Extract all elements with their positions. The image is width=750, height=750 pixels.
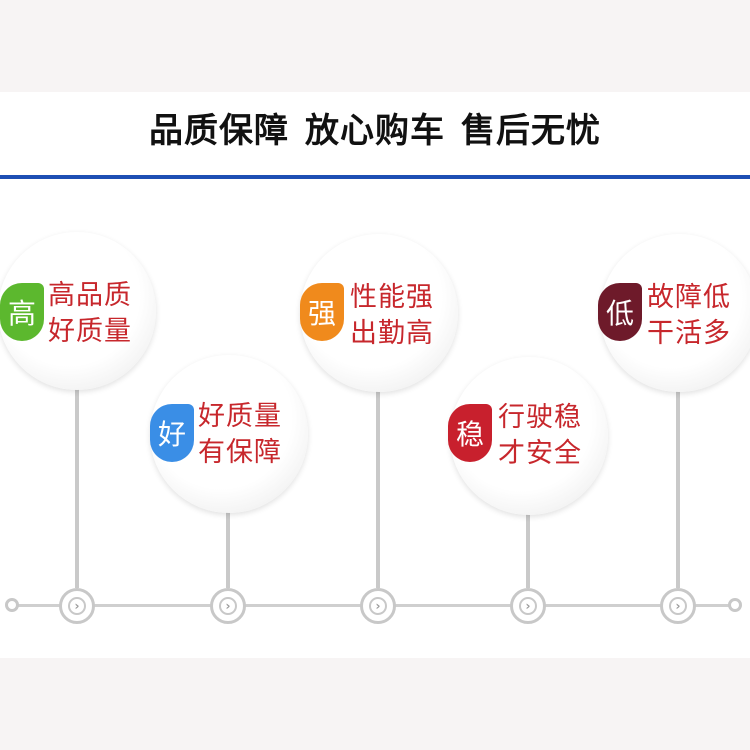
stem-2 xyxy=(226,508,230,588)
badge-di-text: 低 xyxy=(605,297,634,330)
feature-5-line1: 故障低 xyxy=(647,282,731,313)
feature-2-line1: 好质量 xyxy=(198,401,282,432)
timeline-end-dot xyxy=(728,598,742,612)
chevron-right-icon: › xyxy=(519,597,537,615)
badge-wen-text: 稳 xyxy=(455,418,484,451)
badge-hao: 好 xyxy=(150,404,194,462)
timeline-node-1[interactable]: › xyxy=(59,588,95,624)
badge-gao: 高 xyxy=(0,283,44,341)
timeline-node-2[interactable]: › xyxy=(210,588,246,624)
feature-1-line1: 高品质 xyxy=(48,280,132,311)
headline-quality: 品质保障 xyxy=(149,111,289,151)
feature-3-line2: 出勤高 xyxy=(350,318,434,349)
header-divider xyxy=(0,175,750,179)
timeline-node-5[interactable]: › xyxy=(660,588,696,624)
chevron-right-icon: › xyxy=(369,597,387,615)
stem-3 xyxy=(376,388,380,588)
feature-1-text: 高品质 好质量 xyxy=(48,278,132,350)
feature-3-text: 性能强 出勤高 xyxy=(350,280,434,352)
badge-hao-text: 好 xyxy=(157,418,186,451)
stem-5 xyxy=(676,388,680,588)
headline-buy: 放心购车 xyxy=(305,111,445,151)
feature-5-text: 故障低 干活多 xyxy=(647,280,731,352)
badge-di: 低 xyxy=(598,283,642,341)
chevron-right-icon: › xyxy=(68,597,86,615)
feature-4-line2: 才安全 xyxy=(498,438,582,469)
chevron-right-icon: › xyxy=(219,597,237,615)
feature-2-text: 好质量 有保障 xyxy=(198,399,282,471)
feature-3-line1: 性能强 xyxy=(350,282,434,313)
feature-5-line2: 干活多 xyxy=(647,318,731,349)
page-headline: 品质保障放心购车售后无忧 xyxy=(0,106,750,156)
badge-gao-text: 高 xyxy=(7,297,36,330)
timeline-node-3[interactable]: › xyxy=(360,588,396,624)
feature-4-text: 行驶稳 才安全 xyxy=(498,400,582,472)
chevron-right-icon: › xyxy=(669,597,687,615)
feature-4-line1: 行驶稳 xyxy=(498,402,582,433)
badge-wen: 稳 xyxy=(448,404,492,462)
stem-1 xyxy=(75,388,79,588)
feature-1-line2: 好质量 xyxy=(48,316,132,347)
stem-4 xyxy=(526,508,530,588)
badge-qiang-text: 强 xyxy=(307,297,336,330)
badge-qiang: 强 xyxy=(300,283,344,341)
headline-aftersales: 售后无忧 xyxy=(461,111,601,151)
timeline-node-4[interactable]: › xyxy=(510,588,546,624)
feature-2-line2: 有保障 xyxy=(198,437,282,468)
timeline-start-dot xyxy=(5,598,19,612)
